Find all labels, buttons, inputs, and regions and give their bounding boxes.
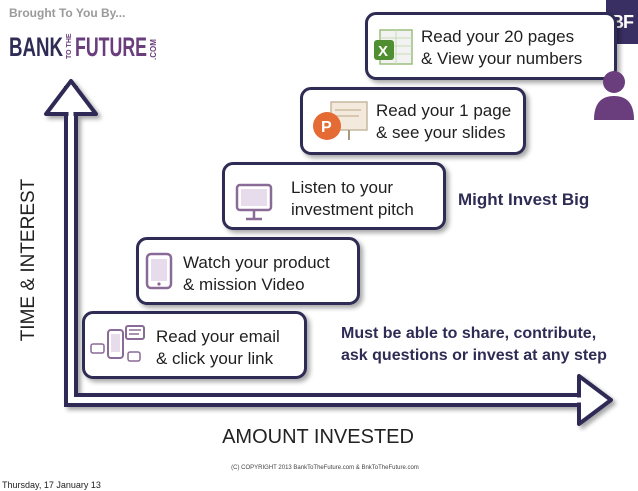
step-email-line2: & click your link: [156, 349, 274, 368]
slide: Brought To You By... BANK TO THE FUTURE …: [9, 0, 638, 471]
powerpoint-slides-icon: P: [313, 101, 368, 140]
svg-text:P: P: [321, 119, 332, 136]
monitor-presentation-icon: [235, 183, 273, 221]
step-pitch-line2: investment pitch: [291, 200, 414, 219]
x-axis-label: AMOUNT INVESTED: [222, 426, 414, 448]
step-slides-line2: & see your slides: [376, 123, 506, 142]
slide-date: Thursday, 17 January 13: [2, 480, 101, 490]
step-numbers-line1: Read your 20 pages: [421, 27, 575, 46]
svg-text:X: X: [378, 43, 388, 60]
logo-text-com: .COM: [149, 39, 158, 60]
step-pitch-line1: Listen to your: [291, 178, 394, 197]
excel-spreadsheet-icon: X: [374, 29, 413, 65]
step-video-line2: & mission Video: [183, 275, 305, 294]
step-numbers-line2: & View your numbers: [421, 49, 583, 68]
step-slides-line1: Read your 1 page: [376, 101, 512, 120]
share-note-line2: ask questions or invest at any step: [341, 347, 607, 364]
step-video-line1: Watch your product: [183, 253, 330, 272]
tablet-video-icon: [145, 252, 173, 290]
y-axis-label: TIME & INTEREST: [18, 178, 39, 342]
step-email-line1: Read your email: [156, 327, 280, 346]
mobile-email-icon: [90, 325, 145, 362]
axes-frame: [44, 79, 613, 426]
step-box-video: [136, 237, 360, 305]
logo-text-bank: BANK: [9, 32, 63, 62]
y-axis-arrowhead: [44, 79, 98, 116]
investor-person-icon: [594, 71, 634, 120]
brought-to-you-by: Brought To You By...: [9, 6, 126, 20]
bank-to-the-future-logo: BANK TO THE FUTURE .COM: [9, 32, 158, 62]
step-box-numbers: [365, 12, 617, 80]
logo-text-to-the: TO THE: [66, 33, 73, 59]
might-invest-big-note: Might Invest Big: [458, 190, 590, 209]
share-note-line1: Must be able to share, contribute,: [341, 325, 597, 342]
step-box-slides: [300, 87, 526, 155]
copyright-text: (C) COPYRIGHT 2013 BankToTheFuture.com &…: [231, 465, 419, 471]
logo-text-future: FUTURE: [75, 32, 147, 62]
